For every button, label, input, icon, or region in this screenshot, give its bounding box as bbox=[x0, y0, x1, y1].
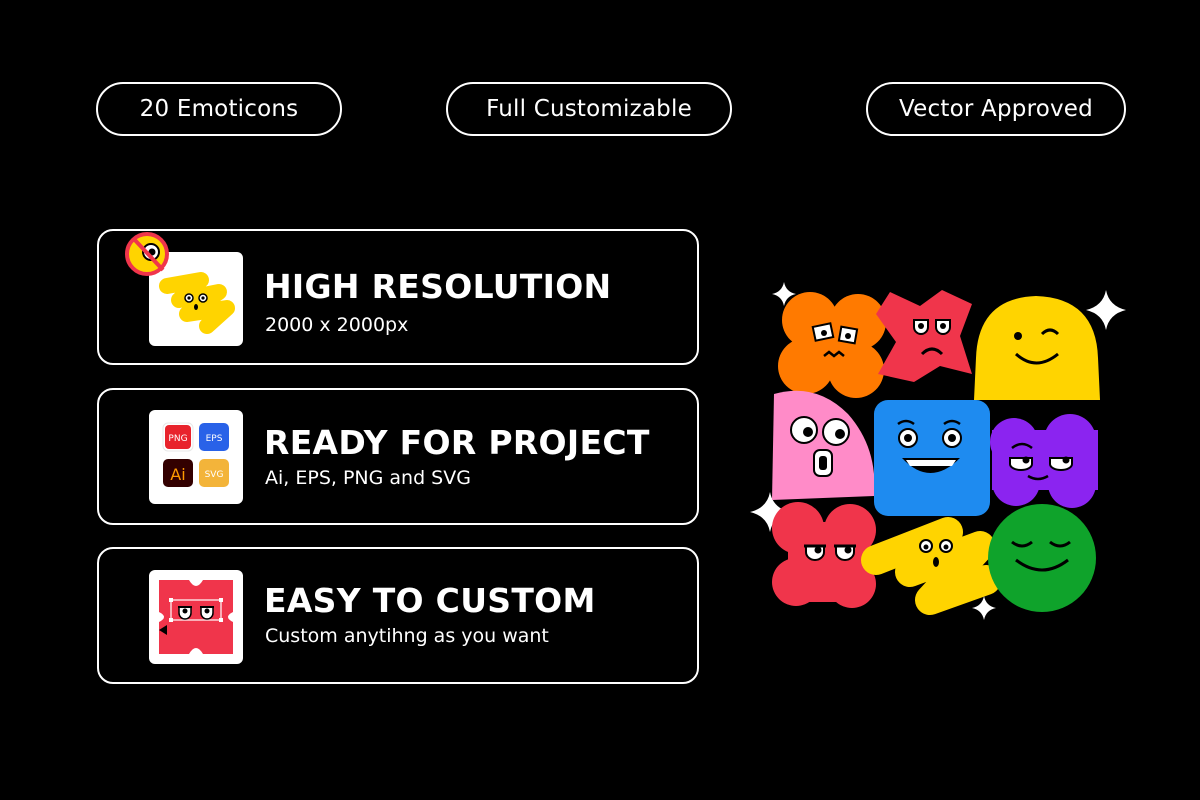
yellow-zigzag-emoticon bbox=[861, 517, 1001, 615]
red-blob-emoticon bbox=[772, 502, 876, 608]
pill-vector: Vector Approved bbox=[866, 82, 1126, 136]
red-star-emoticon bbox=[876, 290, 972, 382]
feature-title: READY FOR PROJECT bbox=[264, 423, 650, 462]
purple-cloud-emoticon bbox=[990, 414, 1098, 508]
feature-subtitle: Custom anytihng as you want bbox=[265, 625, 549, 647]
pink-shape-emoticon bbox=[772, 390, 875, 500]
emoticon-collage-illustration bbox=[750, 282, 1126, 620]
feature-title: HIGH RESOLUTION bbox=[264, 267, 612, 306]
feature-subtitle: 2000 x 2000px bbox=[265, 314, 409, 336]
sparkle-icon bbox=[1086, 290, 1126, 330]
ai-label: Ai bbox=[170, 465, 185, 484]
feature-card-high-resolution: HIGH RESOLUTION 2000 x 2000px bbox=[97, 229, 699, 365]
png-label: PNG bbox=[168, 434, 187, 444]
red-emoticon-edit-icon bbox=[149, 570, 243, 664]
yellow-zigzag-emoticon-icon bbox=[125, 232, 243, 346]
orange-flower-emoticon bbox=[778, 292, 886, 398]
feature-title: EASY TO CUSTOM bbox=[264, 581, 596, 620]
sparkle-icon bbox=[972, 596, 996, 620]
file-formats-icon: PNG EPS Ai SVG bbox=[149, 410, 243, 504]
pill-emoticons: 20 Emoticons bbox=[96, 82, 342, 136]
pill-customizable-label: Full Customizable bbox=[486, 96, 692, 122]
green-circle-emoticon bbox=[988, 504, 1096, 612]
pill-emoticons-label: 20 Emoticons bbox=[139, 96, 299, 122]
yellow-blob-emoticon bbox=[974, 296, 1100, 400]
blue-square-emoticon bbox=[874, 400, 990, 516]
feature-card-ready-for-project: PNG EPS Ai SVG READY FOR PROJECT Ai, EPS… bbox=[97, 388, 699, 525]
pill-customizable: Full Customizable bbox=[446, 82, 732, 136]
sparkle-icon bbox=[750, 492, 790, 532]
feature-card-easy-to-custom: EASY TO CUSTOM Custom anytihng as you wa… bbox=[97, 547, 699, 684]
eps-label: EPS bbox=[206, 434, 223, 444]
pill-vector-label: Vector Approved bbox=[899, 96, 1093, 122]
sparkle-icon bbox=[772, 282, 796, 306]
svg-label: SVG bbox=[205, 470, 224, 480]
feature-subtitle: Ai, EPS, PNG and SVG bbox=[265, 467, 471, 489]
